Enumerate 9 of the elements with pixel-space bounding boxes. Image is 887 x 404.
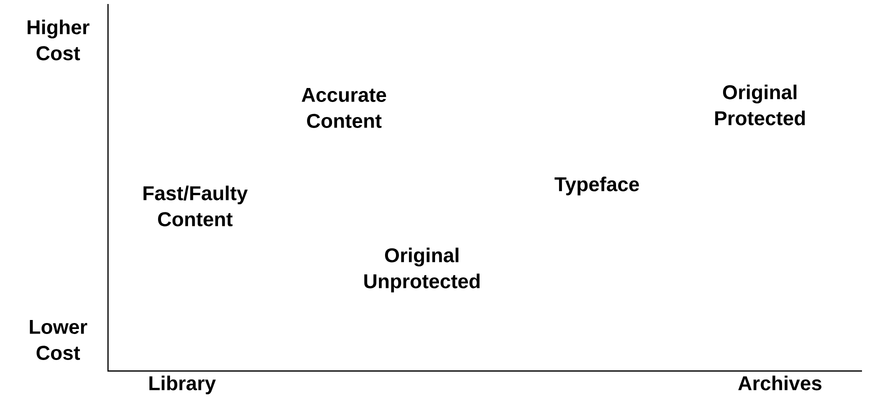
axis-label: Library: [149, 376, 216, 394]
category-label: Fast/Faulty Content: [144, 186, 248, 226]
axis-label: Lower Cost: [30, 320, 88, 360]
axis-label: Archives: [738, 376, 822, 390]
category-label: Typeface: [554, 176, 639, 196]
axis-label: Higher Cost: [28, 20, 90, 60]
category-label: Original Unprotected: [364, 248, 480, 292]
category-label: Accurate Content: [302, 88, 386, 128]
category-label: Original Protected: [715, 84, 805, 126]
